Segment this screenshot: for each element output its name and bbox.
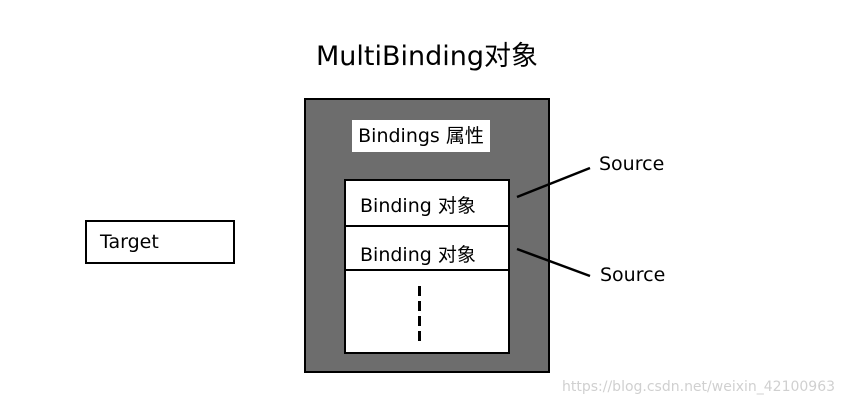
watermark-text: https://blog.csdn.net/weixin_42100963 — [562, 379, 836, 395]
binding-divider-2 — [344, 269, 510, 271]
bindings-property-label: Bindings 属性 — [352, 120, 490, 152]
source-label-1: Source — [599, 153, 665, 175]
binding-object-1: Binding 对象 — [360, 195, 476, 217]
ellipsis-dash — [418, 316, 421, 326]
diagram-title: MultiBinding对象 — [316, 41, 539, 72]
source-label-2: Source — [600, 264, 666, 286]
ellipsis-dash — [418, 301, 421, 311]
binding-divider-1 — [344, 225, 510, 227]
ellipsis-dash — [418, 331, 421, 341]
target-box — [85, 220, 235, 264]
target-label: Target — [100, 231, 159, 253]
ellipsis-dash — [418, 286, 421, 296]
binding-object-2: Binding 对象 — [360, 244, 476, 266]
bindings-list-box — [344, 179, 510, 354]
